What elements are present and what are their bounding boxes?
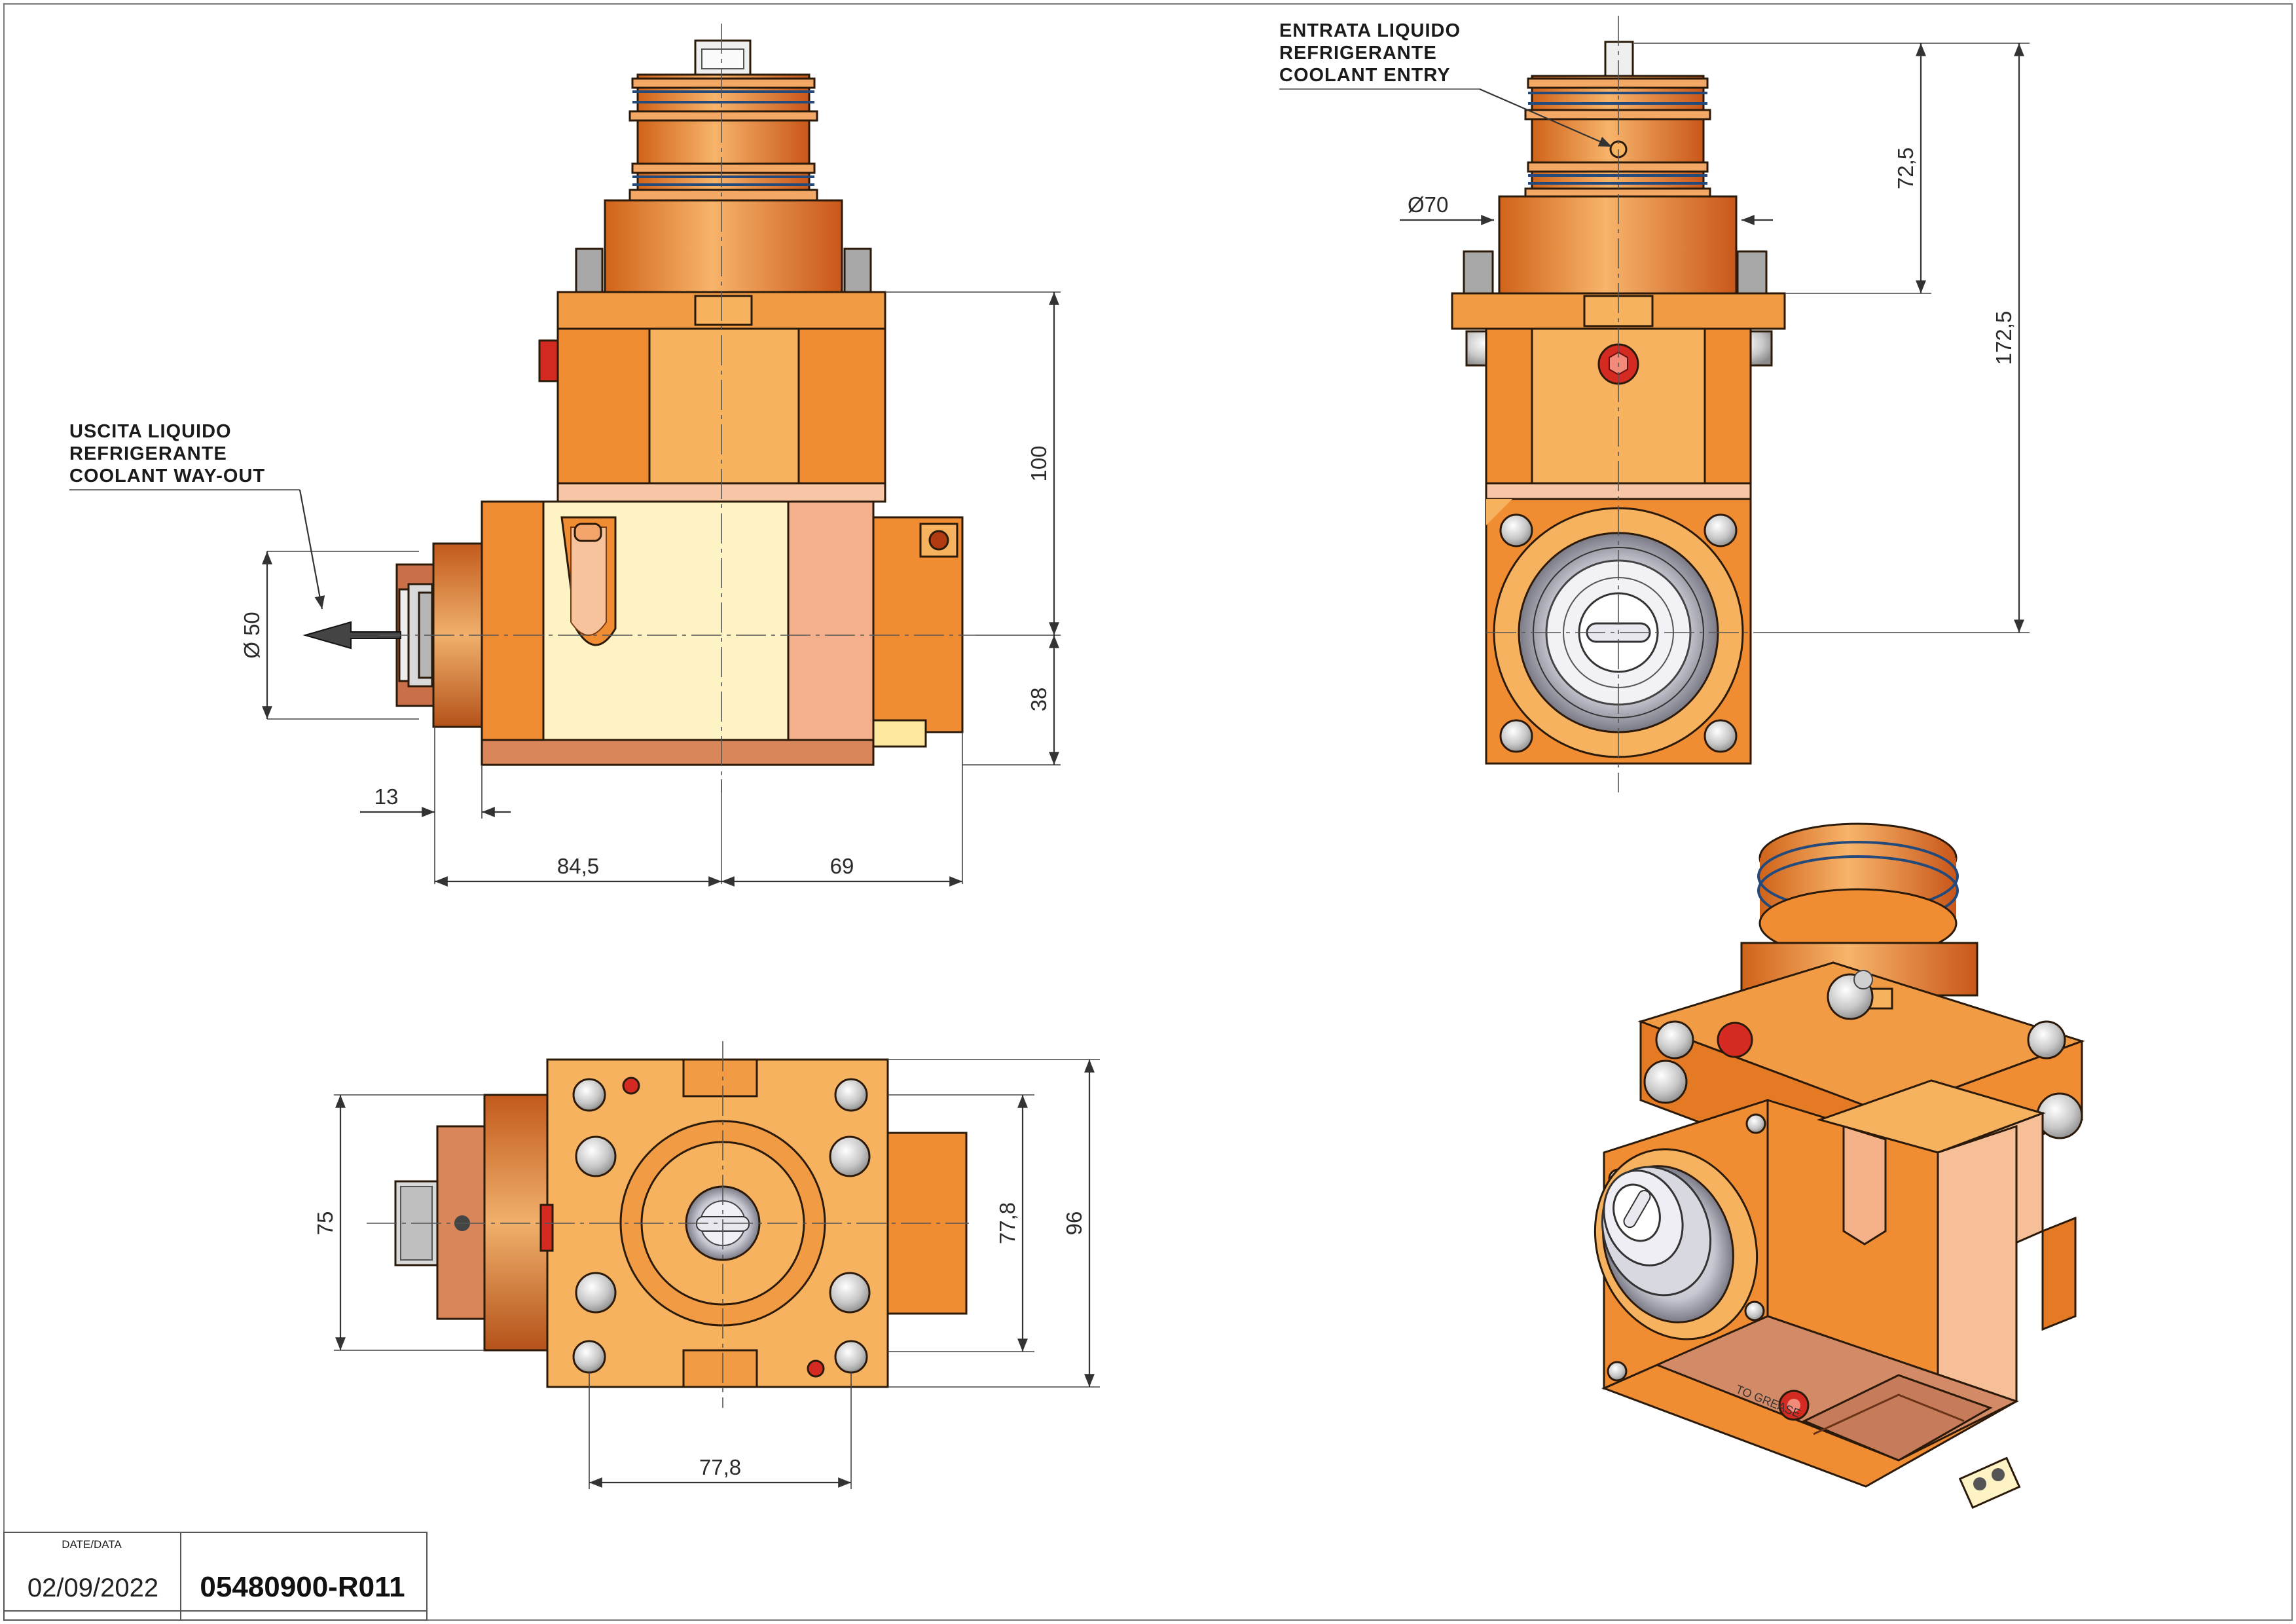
dim-84-5: 84,5 <box>557 854 599 878</box>
dim-38: 38 <box>1027 688 1051 712</box>
dim-69: 69 <box>830 854 854 878</box>
coolant-in-label-it-2: REFRIGERANTE <box>1279 43 1437 64</box>
coolant-out-label-it: USCITA LIQUIDO <box>69 421 232 442</box>
top-view-dimensions: 75 77,8 96 77,8 <box>313 1059 1100 1489</box>
coolant-out-label-it-2: REFRIGERANTE <box>69 443 227 464</box>
dim-96: 96 <box>1062 1211 1086 1236</box>
date-label: DATE/DATA <box>62 1538 122 1551</box>
coolant-out-label-en: COOLANT WAY-OUT <box>69 466 265 487</box>
title-block: DATE/DATA 02/09/2022 05480900-R011 <box>3 1532 428 1621</box>
dim-172-5: 172,5 <box>1992 311 2016 365</box>
top-view <box>367 1041 969 1408</box>
dim-77-8-horizontal: 77,8 <box>699 1455 741 1479</box>
dim-75: 75 <box>313 1211 337 1236</box>
front-view-dimensions: Ø 50 13 84,5 69 100 38 USCITA LIQUIDO RE… <box>69 291 1061 887</box>
drawing-code: 05480900-R011 <box>200 1571 405 1603</box>
dim-72-5: 72,5 <box>1893 147 1918 189</box>
dim-diameter-70: Ø70 <box>1408 193 1448 217</box>
side-view <box>1451 16 1786 792</box>
front-view <box>302 24 975 884</box>
dim-100: 100 <box>1027 445 1051 481</box>
date-value: 02/09/2022 <box>27 1574 158 1602</box>
coolant-out-arrow-icon <box>302 621 401 650</box>
coolant-in-label-en: COOLANT ENTRY <box>1279 65 1451 86</box>
sheet-border <box>3 3 2293 1621</box>
side-view-dimensions: ENTRATA LIQUIDO REFRIGERANTE COOLANT ENT… <box>1279 20 2030 633</box>
isometric-view: TO GREASE <box>1594 822 2085 1509</box>
dim-77-8-vertical: 77,8 <box>995 1202 1019 1244</box>
dim-diameter-50: Ø 50 <box>240 612 264 659</box>
dim-13: 13 <box>374 784 399 809</box>
coolant-in-label-it: ENTRATA LIQUIDO <box>1279 20 1461 41</box>
